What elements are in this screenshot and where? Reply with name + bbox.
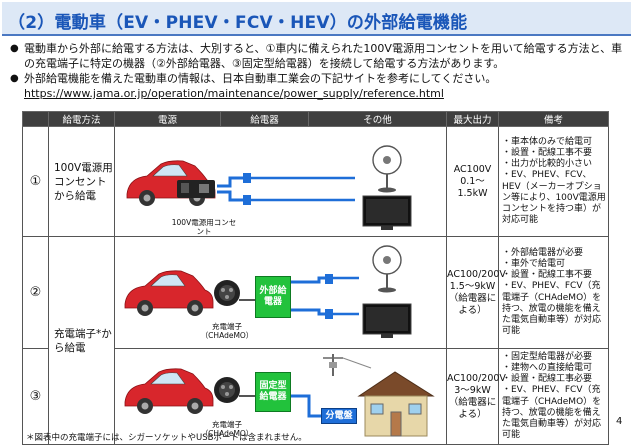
header-notes: 備考 [498, 111, 609, 127]
bullet-dot-icon: ● [10, 43, 19, 54]
bullet-1-text: 電動車から外部に給電する方法は、大別すると、①車内に備えられた100V電源用コン… [24, 42, 623, 70]
note-line: ・車本体のみで給電可 [502, 136, 593, 147]
note-line: ・外部給電器が必要 [502, 247, 584, 258]
note-line: ・建物への直接給電可 [502, 362, 593, 373]
supply-methods-table: 給電方法 電源 給電器 その他 最大出力 備考 ① 100V電源用コンセントから… [22, 111, 609, 445]
table-row: ① 100V電源用コンセントから給電 [22, 126, 609, 237]
title-bar: （2）電動車（EV・PHEV・FCV・HEV）の外部給電機能 [2, 2, 631, 36]
row-notes: ・外部給電器が必要 ・車外で給電可 ・設置・配線工事不要 ・EV、PHEV、FC… [498, 236, 609, 349]
note-line: ・設置・配線工事不要 [502, 147, 593, 158]
tv-icon [362, 303, 412, 338]
row-3-diagram: 固定型給電器 分電盤 充電端子（CHAdeMO） [114, 348, 447, 445]
row-max-output: AC100/200V 1.5～9kW（給電器による） [446, 236, 506, 349]
chademo-port-icon [214, 376, 240, 403]
header-method: 給電方法 [48, 111, 115, 127]
header-max-output: 最大出力 [446, 111, 499, 127]
note-line: ・車外で給電可 [502, 258, 566, 269]
outlet-caption: 100V電源用コンセント [171, 217, 237, 236]
header-num [22, 111, 49, 127]
footnote: ＊図表中の充電端子には、シガーソケットやUSBポートは含まれません。 [26, 433, 307, 443]
bullet-2: ● 外部給電機能を備えた電動車の情報は、日本自動車工業会の下記サイトを参考にして… [8, 71, 628, 86]
row-2-illustration [124, 244, 412, 338]
row-notes: ・固定型給電器が必要 ・建物への直接給電可 ・設置・配線工事必要 ・EV、PHE… [498, 348, 609, 445]
row-1-diagram: 100V電源用コンセント [114, 126, 447, 237]
note-line: ・設置・配線工事不要 [502, 270, 593, 281]
table-header-row: 給電方法 電源 給電器 その他 最大出力 備考 [22, 111, 609, 127]
row-number: ③ [22, 348, 49, 445]
page-title: （2）電動車（EV・PHEV・FCV・HEV）の外部給電機能 [8, 13, 468, 33]
external-charger: 外部給電器 [255, 275, 291, 318]
note-line: ・EV、PHEV、FCV（充電端子（CHAdeMO）を持つ、放電の機能を備えた電… [502, 281, 602, 337]
note-line: ・固定型給電器が必要 [502, 351, 593, 362]
row-max-output: AC100V 0.1～1.5kW [446, 126, 499, 237]
table-row: ② 充電端子*から給電 [22, 236, 609, 445]
row-notes: ・車本体のみで給電可 ・設置・配線工事不要 ・出力が比較的小さい ・EV、PHE… [498, 126, 609, 237]
row-method: 充電端子*から給電 [48, 236, 115, 445]
fixed-charger: 固定型給電器 [255, 371, 291, 412]
row-method: 100V電源用コンセントから給電 [48, 126, 115, 237]
fan-icon [372, 244, 402, 292]
car-icon [124, 269, 214, 316]
reference-link[interactable]: https://www.jama.or.jp/operation/mainten… [24, 87, 444, 100]
note-line: ・EV、PHEV、FCV、HEV（メーカーオプション等により、100V電源用コン… [502, 170, 606, 226]
row-1-illustration [126, 144, 412, 230]
page-number: 4 [616, 416, 623, 427]
bullet-2-text: 外部給電機能を備えた電動車の情報は、日本自動車工業会の下記サイトを参考にしてくだ… [24, 72, 497, 85]
header-source: 電源 [114, 111, 221, 127]
car-icon [124, 367, 214, 414]
row-3-illustration [124, 353, 435, 436]
house-icon [357, 370, 435, 436]
table-row: ③ [22, 348, 609, 445]
row-number: ② [22, 236, 49, 349]
port-caption: 充電端子（CHAdeMO） [200, 321, 254, 340]
row-number: ① [22, 126, 49, 237]
chademo-port-icon [214, 279, 240, 306]
bullet-1: ● 電動車から外部に給電する方法は、大別すると、①車内に備えられた100V電源用… [8, 41, 628, 71]
utility-pole-icon [323, 353, 372, 376]
bullet-dot-icon: ● [10, 73, 19, 84]
row-2-diagram: 外部給電器 充電端子（CHAdeMO） [114, 236, 447, 349]
note-line: ・設置・配線工事必要 [502, 374, 593, 385]
header-charger: 給電器 [220, 111, 309, 127]
note-line: ・EV、PHEV、FCV（充電端子（CHAdeMO）を持つ、放電の機能を備えた電… [502, 385, 602, 441]
row-max-output: AC100/200V 3～9kW（給電器による） [446, 348, 506, 445]
header-other: その他 [308, 111, 447, 127]
intro-bullets: ● 電動車から外部に給電する方法は、大別すると、①車内に備えられた100V電源用… [8, 41, 628, 101]
note-line: ・出力が比較的小さい [502, 159, 593, 170]
port-caption: 充電端子（CHAdeMO） [200, 419, 254, 438]
outlet-icon [177, 179, 215, 198]
fan-icon [372, 144, 402, 192]
distribution-panel: 分電盤 [321, 407, 357, 424]
tv-icon [362, 195, 412, 230]
